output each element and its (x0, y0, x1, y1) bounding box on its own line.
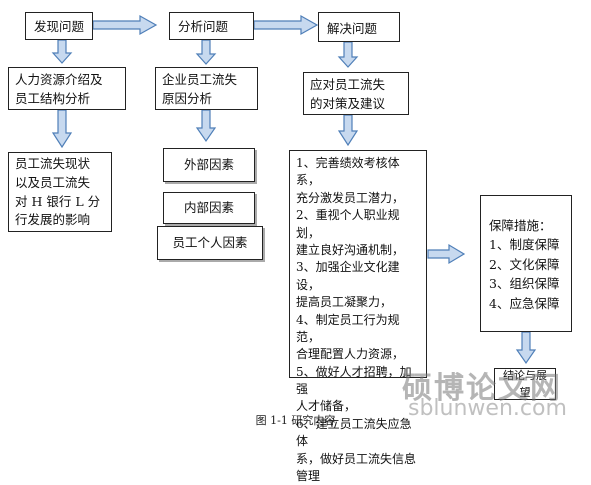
box-countermeasures: 应对员工流失 的对策及建议 (303, 72, 409, 115)
box-internal-factors: 内部因素 (163, 192, 255, 224)
arrow-counter-down (337, 114, 359, 147)
box-personal-factors: 员工个人因素 (157, 226, 263, 260)
box-solve-problem: 解决问题 (318, 12, 400, 42)
arrow-analyze-down (195, 39, 217, 65)
arrow-cause-down (195, 109, 217, 143)
arrow-measures-to-guarantee (427, 243, 466, 265)
box-countermeasure-list: 1、完善绩效考核体系， 充分激发员工潜力， 2、重视个人职业规划， 建立良好沟通… (289, 150, 427, 483)
arrow-solve-down (337, 41, 359, 68)
arrow-discover-to-analyze (92, 14, 158, 36)
box-cause-analysis: 企业员工流失 原因分析 (155, 67, 258, 110)
box-conclusion: 结论与展望 (494, 368, 556, 400)
flow-arrows: .arr{fill:#c7d9ef;stroke:#4f7fb8;stroke-… (51, 14, 537, 365)
box-discover-problem: 发现问题 (25, 12, 93, 40)
box-analyze-problem: 分析问题 (169, 12, 254, 40)
arrow-analyze-to-solve (253, 14, 319, 36)
box-status-impact: 员工流失现状 以及员工流失 对 H 银行 L 分 行发展的影响 (8, 152, 112, 232)
box-hr-introduction: 人力资源介绍及 员工结构分析 (8, 67, 126, 110)
box-guarantee-measures: 保障措施： 1、制度保障 2、文化保障 3、组织保障 4、应急保障 (480, 195, 572, 332)
arrow-guarantee-down (515, 331, 537, 365)
box-external-factors: 外部因素 (163, 148, 255, 182)
figure-caption: 图 1-1 研究内容 (255, 414, 336, 427)
arrow-hr-down (51, 109, 73, 149)
arrow-discover-down (51, 39, 73, 64)
